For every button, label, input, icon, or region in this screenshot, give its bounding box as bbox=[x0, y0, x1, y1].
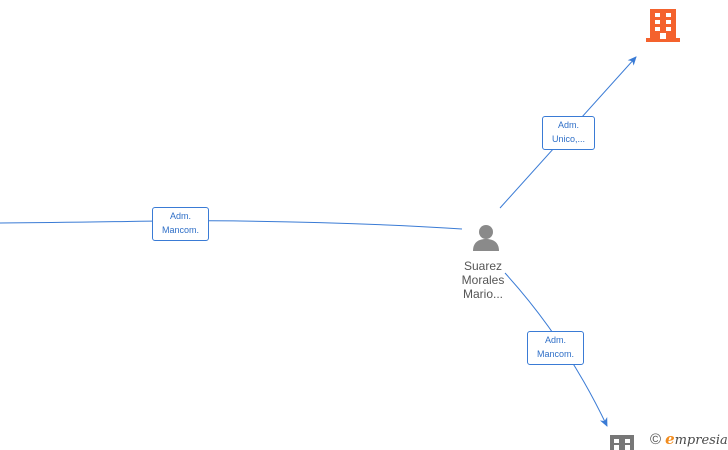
edge-label-top-right-line-1: Adm. bbox=[557, 120, 579, 130]
edge-label-left[interactable]: Adm. Mancom. bbox=[152, 207, 209, 241]
edge-label-top-right[interactable]: Adm. Unico,... bbox=[542, 116, 595, 150]
edge-label-top-right-line-2: Unico,... bbox=[551, 134, 585, 144]
watermark: © empresia bbox=[650, 430, 728, 448]
edge-label-bottom-right-line-2: Mancom. bbox=[536, 349, 574, 359]
person-name-line-2: Morales bbox=[461, 273, 505, 287]
edge-left bbox=[0, 220, 463, 230]
person-name-line-3: Mario... bbox=[462, 287, 503, 301]
copyright-symbol: © bbox=[650, 430, 662, 448]
company-node-bottom[interactable] bbox=[610, 433, 634, 450]
edge-label-left-line-1: Adm. bbox=[169, 211, 191, 221]
edge-label-left-line-2: Mancom. bbox=[161, 225, 199, 235]
edge-label-bottom-right[interactable]: Adm. Mancom. bbox=[527, 331, 584, 365]
brand-logo: empresia bbox=[665, 430, 728, 448]
brand-logo-initial: e bbox=[665, 430, 675, 448]
person-node[interactable] bbox=[471, 222, 501, 257]
person-icon bbox=[473, 225, 499, 251]
person-name-line-1: Suarez bbox=[463, 259, 503, 273]
company-node-top[interactable] bbox=[646, 7, 680, 48]
building-icon bbox=[610, 435, 634, 450]
building-icon bbox=[646, 9, 680, 42]
person-name[interactable]: Suarez Morales Mario... bbox=[443, 259, 523, 301]
edge-label-bottom-right-line-1: Adm. bbox=[544, 335, 566, 345]
brand-logo-rest: mpresia bbox=[674, 433, 728, 448]
